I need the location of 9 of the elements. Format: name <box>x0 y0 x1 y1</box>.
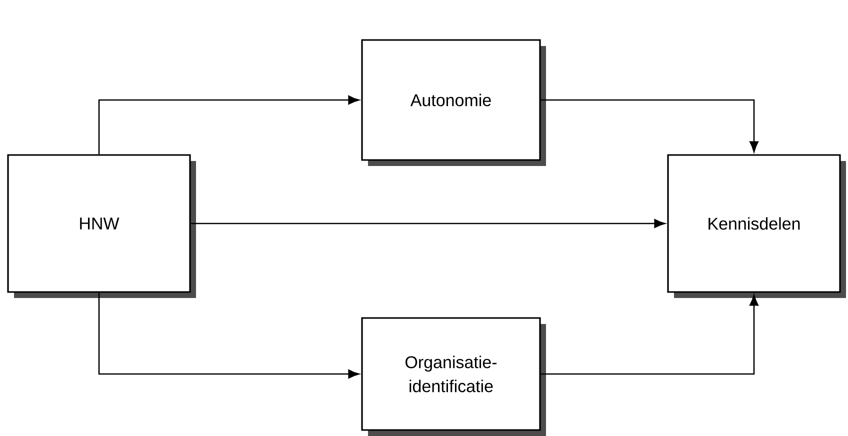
arrow <box>540 99 758 152</box>
box: Autonomie <box>361 39 546 166</box>
arrow <box>98 96 360 154</box>
arrow <box>190 218 666 228</box>
box: Organisatie- identificatie <box>361 317 546 436</box>
box: HNW <box>7 154 196 298</box>
box: Kennisdelen <box>667 154 846 298</box>
arrow <box>540 294 758 375</box>
arrow <box>98 292 360 378</box>
